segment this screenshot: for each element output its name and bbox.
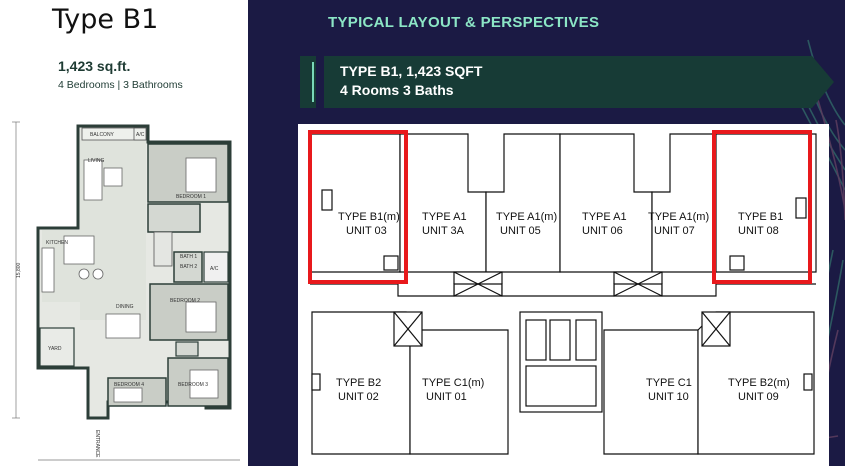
unit-number-07: UNIT 07 [654, 225, 695, 237]
unit-type-06: TYPE A1 [582, 211, 627, 223]
unit-number-3a: UNIT 3A [422, 225, 465, 237]
unit-number-10: UNIT 10 [648, 391, 689, 403]
banner-line-1: TYPE B1, 1,423 SQFT [340, 63, 483, 79]
yard [39, 327, 75, 367]
bath-2 [173, 251, 203, 283]
label-dimension: 15,800 [16, 262, 22, 278]
label-bedroom-4: BEDROOM 4 [114, 382, 144, 388]
bath-1 [147, 203, 201, 233]
key-plan: TYPE B1(m) UNIT 03 TYPE A1 UNIT 3A TYPE … [298, 124, 829, 466]
layout-panel: TYPICAL LAYOUT & PERSPECTIVES TYPE B1, 1… [248, 0, 845, 466]
unit-type-09: TYPE B2(m) [728, 377, 790, 389]
unit-banner [300, 56, 834, 108]
key-plan-drawing: TYPE B1(m) UNIT 03 TYPE A1 UNIT 3A TYPE … [308, 130, 817, 455]
dining-table [105, 313, 141, 339]
label-kitchen: KITCHEN [46, 240, 68, 246]
unit-info-panel: Type B1 1,423 sq.ft. 4 Bedrooms | 3 Bath… [0, 0, 248, 466]
label-bath-2: BATH 2 [180, 264, 197, 270]
unit-number-06: UNIT 06 [582, 225, 623, 237]
label-entrance: ENTRANCE [94, 430, 100, 458]
unit-number-09: UNIT 09 [738, 391, 779, 403]
label-bedroom-3: BEDROOM 3 [178, 382, 208, 388]
bed-icon [185, 157, 217, 193]
unit-type-02: TYPE B2 [336, 377, 381, 389]
unit-rooms: 4 Bedrooms | 3 Bathrooms [58, 79, 183, 91]
unit-size: 1,423 sq.ft. [58, 58, 131, 74]
unit-type-07: TYPE A1(m) [648, 211, 709, 223]
highlight-unit-03 [308, 130, 408, 284]
unit-type-03: TYPE B1(m) [338, 211, 400, 223]
unit-type-01: TYPE C1(m) [422, 377, 484, 389]
unit-number-08: UNIT 08 [738, 225, 779, 237]
banner-text: TYPE B1, 1,423 SQFT 4 Rooms 3 Baths [340, 62, 482, 100]
unit-number-01: UNIT 01 [426, 391, 467, 403]
label-bedroom-1: BEDROOM 1 [176, 194, 206, 200]
unit-floorplan: BALCONY A/C LIVING BEDROOM 1 KITCHEN DIN… [12, 121, 240, 461]
sofa [83, 159, 103, 201]
label-bath-1: BATH 1 [180, 254, 197, 260]
unit-type-3a: TYPE A1 [422, 211, 467, 223]
label-yard: YARD [48, 346, 62, 352]
label-ac-1: A/C [136, 132, 145, 138]
unit-type-05: TYPE A1(m) [496, 211, 557, 223]
kitchen-island [63, 235, 95, 265]
unit-type-08: TYPE B1 [738, 211, 783, 223]
label-dining: DINING [116, 304, 134, 310]
banner-line-2: 4 Rooms 3 Baths [340, 82, 454, 98]
section-heading: TYPICAL LAYOUT & PERSPECTIVES [328, 14, 600, 31]
unit-number-05: UNIT 05 [500, 225, 541, 237]
label-balcony: BALCONY [90, 132, 115, 138]
unit-number-02: UNIT 02 [338, 391, 379, 403]
unit-type-10: TYPE C1 [646, 377, 692, 389]
label-ac-2: A/C [210, 266, 219, 272]
label-living: LIVING [88, 158, 105, 164]
kitchen-counter [41, 247, 55, 293]
highlight-unit-08 [712, 130, 812, 284]
label-bedroom-2: BEDROOM 2 [170, 298, 200, 304]
unit-type-title: Type B1 [52, 4, 159, 35]
unit-number-03: UNIT 03 [346, 225, 387, 237]
